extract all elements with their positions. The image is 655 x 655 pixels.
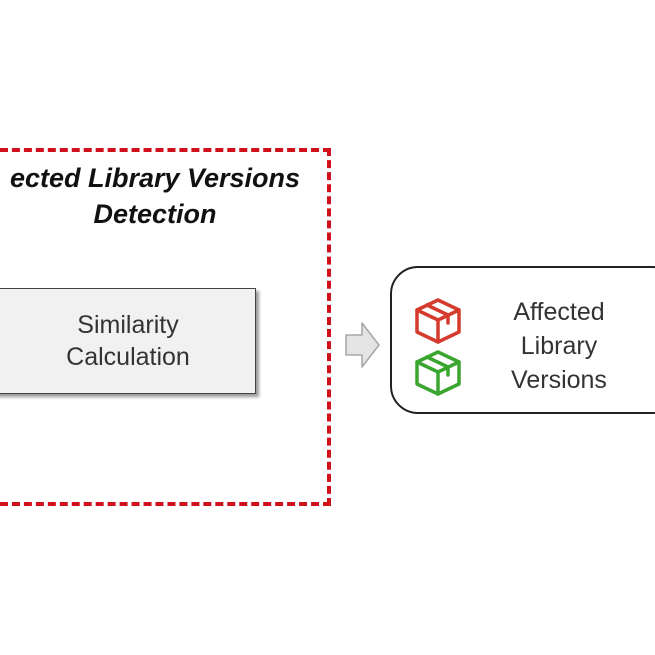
- detection-dashed-container: [0, 148, 331, 506]
- affected-versions-label: Affected Library Versions: [511, 298, 607, 394]
- arrow-right-icon: [345, 322, 380, 368]
- similarity-calculation-box: Similarity Calculation: [0, 288, 256, 394]
- package-icon-red: [415, 298, 461, 344]
- detection-title: ected Library Versions Detection: [9, 163, 301, 229]
- similarity-calculation-label: Similarity Calculation: [66, 311, 190, 371]
- package-icon-green: [415, 350, 461, 396]
